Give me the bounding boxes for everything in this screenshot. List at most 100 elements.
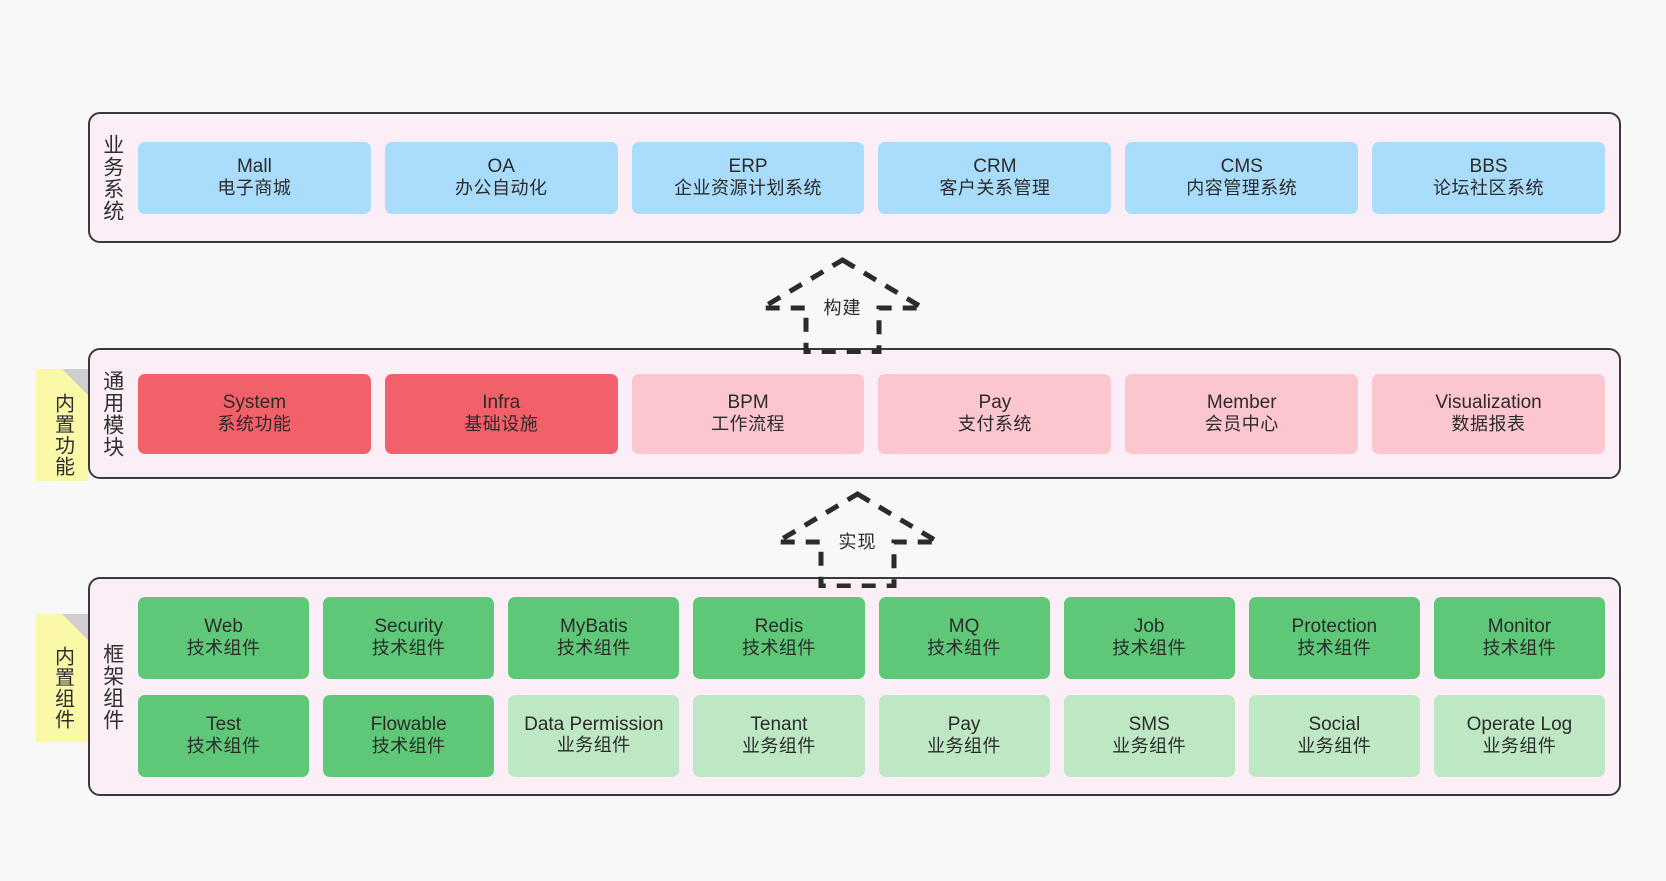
framework-box-security-en: Security	[374, 615, 443, 637]
module-box-member-en: Member	[1206, 391, 1277, 413]
framework-box-operate-log-en: Operate Log	[1466, 713, 1573, 735]
framework-box-monitor-cn: 技术组件	[1482, 638, 1557, 659]
business-systems-row: Mall 电子商城 OA 办公自动化 ERP 企业资源计划系统 CRM 客户关系…	[138, 141, 1605, 214]
module-box-pay-en: Pay	[978, 391, 1012, 413]
sticky-note-builtin-components-label: 内置组件	[51, 646, 74, 730]
framework-box-mybatis[interactable]: MyBatis 技术组件	[508, 596, 680, 679]
framework-box-protection[interactable]: Protection 技术组件	[1248, 596, 1420, 679]
module-box-visualization-cn: 数据报表	[1451, 414, 1526, 435]
module-box-system-en: System	[222, 391, 287, 413]
framework-box-protection-cn: 技术组件	[1297, 638, 1372, 659]
business-box-erp[interactable]: ERP 企业资源计划系统	[631, 141, 865, 214]
framework-business-row: Test 技术组件 Flowable 技术组件 Data Permission …	[138, 694, 1605, 777]
band-label-common-modules: 通用模块	[100, 369, 124, 458]
framework-box-job[interactable]: Job 技术组件	[1063, 596, 1235, 679]
framework-box-flowable-en: Flowable	[370, 713, 447, 735]
band-framework-components: 框架组件 Web 技术组件 Security 技术组件 MyBatis 技术组件…	[88, 577, 1621, 796]
framework-box-data-permission[interactable]: Data Permission 业务组件	[508, 694, 680, 777]
business-box-cms[interactable]: CMS 内容管理系统	[1125, 141, 1359, 214]
framework-technical-row: Web 技术组件 Security 技术组件 MyBatis 技术组件 Redi…	[138, 596, 1605, 679]
arrow-build-label: 构建	[823, 298, 862, 318]
framework-box-mybatis-cn: 技术组件	[556, 638, 631, 659]
framework-box-flowable-cn: 技术组件	[371, 736, 446, 757]
framework-box-job-en: Job	[1133, 615, 1165, 637]
business-box-erp-en: ERP	[728, 155, 768, 177]
framework-box-redis-en: Redis	[754, 615, 804, 637]
framework-box-pay[interactable]: Pay 业务组件	[878, 694, 1050, 777]
framework-box-pay-en: Pay	[947, 713, 981, 735]
business-box-mall[interactable]: Mall 电子商城	[138, 141, 371, 214]
business-box-cms-cn: 内容管理系统	[1186, 178, 1298, 199]
business-box-mall-cn: 电子商城	[217, 178, 292, 199]
business-box-erp-cn: 企业资源计划系统	[674, 178, 823, 199]
business-box-cms-en: CMS	[1220, 155, 1263, 177]
framework-box-sms[interactable]: SMS 业务组件	[1063, 694, 1235, 777]
module-box-visualization[interactable]: Visualization 数据报表	[1372, 373, 1605, 454]
framework-box-test-en: Test	[206, 713, 241, 735]
band-body-framework-components: Web 技术组件 Security 技术组件 MyBatis 技术组件 Redi…	[134, 579, 1619, 794]
business-box-bbs-en: BBS	[1469, 155, 1508, 177]
framework-box-mq-cn: 技术组件	[927, 638, 1002, 659]
business-box-mall-en: Mall	[236, 155, 272, 177]
framework-box-security[interactable]: Security 技术组件	[323, 596, 495, 679]
band-label-business-systems: 业务系统	[100, 133, 124, 222]
framework-box-mybatis-en: MyBatis	[560, 615, 628, 637]
framework-box-tenant[interactable]: Tenant 业务组件	[693, 694, 865, 777]
module-box-bpm-en: BPM	[727, 391, 769, 413]
framework-box-operate-log-cn: 业务组件	[1482, 736, 1557, 757]
business-box-oa[interactable]: OA 办公自动化	[384, 141, 618, 214]
business-box-bbs[interactable]: BBS 论坛社区系统	[1372, 141, 1605, 214]
framework-box-operate-log[interactable]: Operate Log 业务组件	[1433, 694, 1605, 777]
framework-box-sms-cn: 业务组件	[1112, 736, 1187, 757]
common-modules-row: System 系统功能 Infra 基础设施 BPM 工作流程 Pay 支付系统…	[138, 373, 1605, 454]
framework-box-data-permission-cn: 业务组件	[556, 735, 631, 756]
framework-box-test[interactable]: Test 技术组件	[138, 694, 310, 777]
framework-box-security-cn: 技术组件	[371, 638, 446, 659]
framework-box-flowable[interactable]: Flowable 技术组件	[323, 694, 495, 777]
module-box-infra[interactable]: Infra 基础设施	[384, 373, 618, 454]
arrow-build: 构建	[755, 256, 930, 354]
module-box-visualization-en: Visualization	[1435, 391, 1542, 413]
framework-box-web[interactable]: Web 技术组件	[138, 596, 310, 679]
framework-box-social-cn: 业务组件	[1297, 736, 1372, 757]
framework-box-monitor[interactable]: Monitor 技术组件	[1433, 596, 1605, 679]
band-business-systems: 业务系统 Mall 电子商城 OA 办公自动化 ERP 企业资源计划系统 CRM	[88, 112, 1621, 243]
framework-box-tenant-en: Tenant	[750, 713, 808, 735]
module-box-pay[interactable]: Pay 支付系统	[878, 373, 1112, 454]
sticky-note-builtin-features: 内置功能	[36, 369, 88, 481]
business-box-crm-en: CRM	[973, 155, 1017, 177]
module-box-system-cn: 系统功能	[217, 414, 292, 435]
band-label-framework-components: 框架组件	[100, 642, 124, 731]
framework-box-redis[interactable]: Redis 技术组件	[693, 596, 865, 679]
framework-box-protection-en: Protection	[1291, 615, 1378, 637]
module-box-pay-cn: 支付系统	[957, 414, 1032, 435]
business-box-oa-en: OA	[487, 155, 515, 177]
band-body-common-modules: System 系统功能 Infra 基础设施 BPM 工作流程 Pay 支付系统…	[134, 350, 1619, 477]
framework-box-social-en: Social	[1308, 713, 1361, 735]
framework-box-mq[interactable]: MQ 技术组件	[878, 596, 1050, 679]
framework-box-tenant-cn: 业务组件	[741, 736, 816, 757]
sticky-note-builtin-components: 内置组件	[36, 614, 88, 742]
business-box-crm-cn: 客户关系管理	[939, 178, 1051, 199]
band-body-business-systems: Mall 电子商城 OA 办公自动化 ERP 企业资源计划系统 CRM 客户关系…	[134, 114, 1619, 241]
module-box-bpm-cn: 工作流程	[711, 414, 786, 435]
framework-box-redis-cn: 技术组件	[741, 638, 816, 659]
framework-box-web-en: Web	[204, 615, 243, 637]
framework-box-web-cn: 技术组件	[186, 638, 261, 659]
module-box-bpm[interactable]: BPM 工作流程	[631, 373, 865, 454]
framework-box-social[interactable]: Social 业务组件	[1248, 694, 1420, 777]
business-box-crm[interactable]: CRM 客户关系管理	[878, 141, 1112, 214]
framework-box-mq-en: MQ	[948, 615, 980, 637]
framework-box-pay-cn: 业务组件	[927, 736, 1002, 757]
module-box-member[interactable]: Member 会员中心	[1125, 373, 1359, 454]
framework-box-sms-en: SMS	[1128, 713, 1170, 735]
framework-box-monitor-en: Monitor	[1487, 615, 1552, 637]
module-box-system[interactable]: System 系统功能	[138, 373, 371, 454]
module-box-infra-cn: 基础设施	[464, 414, 539, 435]
business-box-oa-cn: 办公自动化	[454, 178, 548, 199]
framework-box-data-permission-en: Data Permission	[524, 713, 664, 735]
module-box-infra-en: Infra	[482, 391, 521, 413]
arrow-implement: 实现	[770, 490, 945, 588]
framework-box-test-cn: 技术组件	[186, 736, 261, 757]
